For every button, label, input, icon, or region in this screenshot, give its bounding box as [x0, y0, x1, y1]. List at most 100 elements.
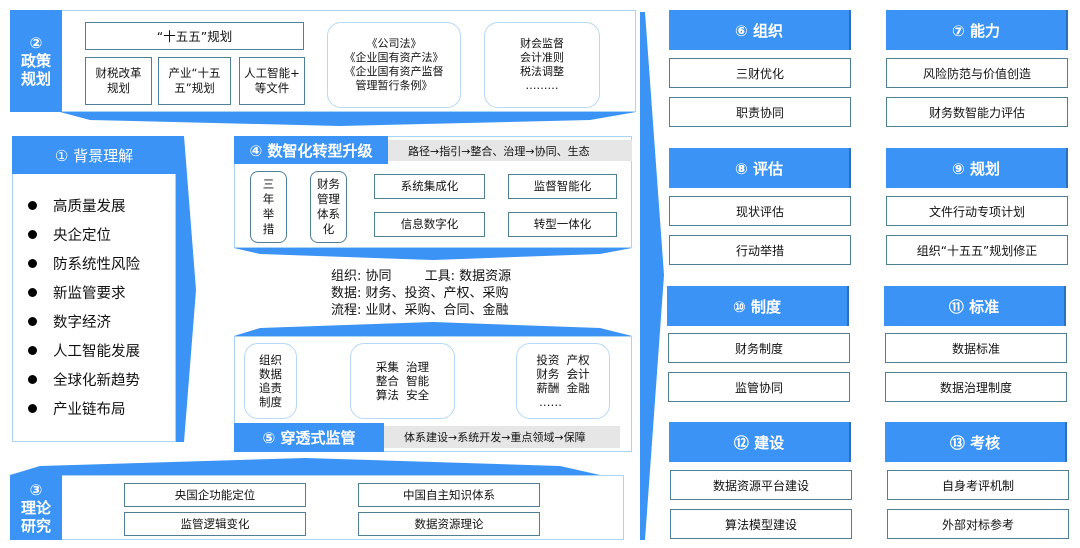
text: 财务	[317, 177, 340, 191]
text: 财税改革	[95, 66, 142, 80]
digital-item: 信息数字化	[374, 212, 485, 237]
text: 算法 安全	[375, 388, 430, 402]
policy-sub-box: 产业“十五五”规划	[158, 57, 231, 105]
text: 等文件	[254, 81, 290, 95]
section-item: 职责协同	[669, 97, 851, 127]
theory-label: ③ 理论 研究	[10, 475, 62, 540]
bullet-icon	[28, 259, 37, 268]
label-number: ③	[29, 480, 43, 499]
text: 举	[262, 207, 275, 221]
up-arrow-supervision	[234, 322, 632, 336]
section-standard-header: ⑪ 标准	[884, 286, 1066, 326]
text: 新监管要求	[53, 286, 126, 302]
center-line: 数据: 财务、投资、产权、采购	[331, 286, 509, 301]
text: 规划	[107, 81, 130, 95]
text: 管理	[317, 192, 340, 206]
text: 追责	[259, 381, 282, 395]
plan-box: “十五五”规划	[85, 22, 304, 50]
text: 全球化新趋势	[53, 373, 140, 389]
policy-sub-box: 人工智能+等文件	[239, 57, 305, 105]
standard: ………	[525, 79, 559, 92]
supervision-col3: 投资 产权财务 会计薪酬 金融……	[516, 343, 610, 419]
text: 人工智能+	[244, 66, 300, 80]
right-arrow-background	[176, 136, 196, 442]
theory-item: 监管逻辑变化	[124, 512, 306, 536]
digital-item: 转型一体化	[508, 212, 617, 237]
theory-item: 央国企功能定位	[124, 483, 306, 507]
section-organization-header: ⑥ 组织	[669, 10, 851, 50]
section-item: 外部对标参考	[887, 509, 1069, 539]
section-item: 财务数智能力评估	[886, 97, 1068, 127]
bullet-icon	[28, 288, 37, 297]
center-line: 流程: 业财、采购、合同、金融	[331, 303, 509, 318]
supervision-path: 体系建设→系统开发→重点领域→保障	[384, 426, 620, 448]
digital-col2: 财务管理体系化	[310, 171, 347, 243]
standard: 财会监督	[520, 37, 564, 50]
theory-item: 中国自主知识体系	[358, 483, 540, 507]
label-number: ②	[29, 34, 43, 52]
background-item: 防系统性风险	[28, 253, 140, 274]
section-assessment-header: ⑬ 考核	[885, 422, 1067, 462]
label-line: 政策	[20, 52, 51, 70]
text: 组织	[259, 353, 282, 367]
center-text: 组织: 协同 工具: 数据资源数据: 财务、投资、产权、采购流程: 业财、采购、…	[331, 268, 511, 319]
theory-item: 数据资源理论	[358, 512, 540, 536]
right-arrow-main	[640, 12, 664, 540]
law: 《公司法》	[366, 37, 422, 50]
law: 《企业国有资产监督	[344, 65, 444, 78]
text: 产业“十五	[168, 66, 221, 80]
policy-label: ② 政策 规划	[10, 10, 62, 112]
section-item: 行动举措	[669, 235, 851, 265]
section-item: 组织“十五五”规划修正	[886, 235, 1068, 265]
text: 制度	[259, 395, 282, 409]
text: 高质量发展	[53, 199, 126, 215]
digital-path: 路径→指引→整合、治理→协同、生态	[388, 140, 632, 161]
bullet-icon	[28, 404, 37, 413]
text: 数字经济	[53, 315, 111, 331]
background-item: 全球化新趋势	[28, 369, 140, 390]
down-arrow-policy	[60, 112, 636, 126]
standards-box: 财会监督 会计准则 税法调整 ………	[484, 22, 600, 108]
text: 人工智能发展	[53, 344, 140, 360]
digital-item: 监督智能化	[508, 174, 617, 199]
text: 薪酬 金融	[536, 381, 590, 395]
label-line: 研究	[20, 516, 51, 535]
section-item: 数据资源平台建设	[670, 470, 852, 500]
text: 产业链布局	[53, 402, 126, 418]
bullet-icon	[28, 375, 37, 384]
text: 三	[262, 177, 275, 191]
bullet-icon	[28, 346, 37, 355]
standard: 会计准则	[520, 51, 564, 64]
supervision-col1: 组织数据追责制度	[244, 343, 297, 419]
section-item: 风险防范与价值创造	[886, 58, 1068, 88]
supervision-col2: 采集 治理整合 智能算法 安全	[350, 343, 455, 419]
section-system-header: ⑩ 制度	[667, 286, 849, 326]
digital-item: 系统集成化	[374, 174, 485, 199]
text: ……	[539, 395, 562, 409]
text: 体系	[317, 207, 340, 221]
text: 年	[262, 192, 275, 206]
section-item: 算法模型建设	[670, 509, 852, 539]
section-item: 现状评估	[669, 196, 851, 226]
text: 整合 智能	[375, 374, 430, 388]
text: 措	[262, 222, 275, 236]
text: 防系统性风险	[53, 257, 140, 273]
laws-box: 《公司法》 《企业国有资产法》 《企业国有资产监督 管理暂行条例》	[327, 22, 461, 108]
center-line: 组织: 协同 工具: 数据资源	[331, 269, 512, 284]
section-item: 自身考评机制	[887, 470, 1069, 500]
background-item: 产业链布局	[28, 398, 126, 419]
law: 《企业国有资产法》	[344, 51, 444, 64]
background-item: 人工智能发展	[28, 340, 140, 361]
text: 五”规划	[174, 81, 215, 95]
policy-sub-box: 财税改革规划	[85, 57, 152, 105]
bullet-icon	[28, 201, 37, 210]
background-item: 新监管要求	[28, 282, 126, 303]
digital-title: ④ 数智化转型升级	[234, 136, 388, 164]
label-line: 规划	[20, 70, 51, 88]
background-item: 央企定位	[28, 224, 111, 245]
up-arrow-theory	[10, 458, 600, 475]
text: 采集 治理	[375, 360, 430, 374]
section-planning-header: ⑨ 规划	[886, 148, 1068, 188]
text: 数据	[259, 367, 282, 381]
background-title: ① 背景理解	[12, 136, 176, 174]
